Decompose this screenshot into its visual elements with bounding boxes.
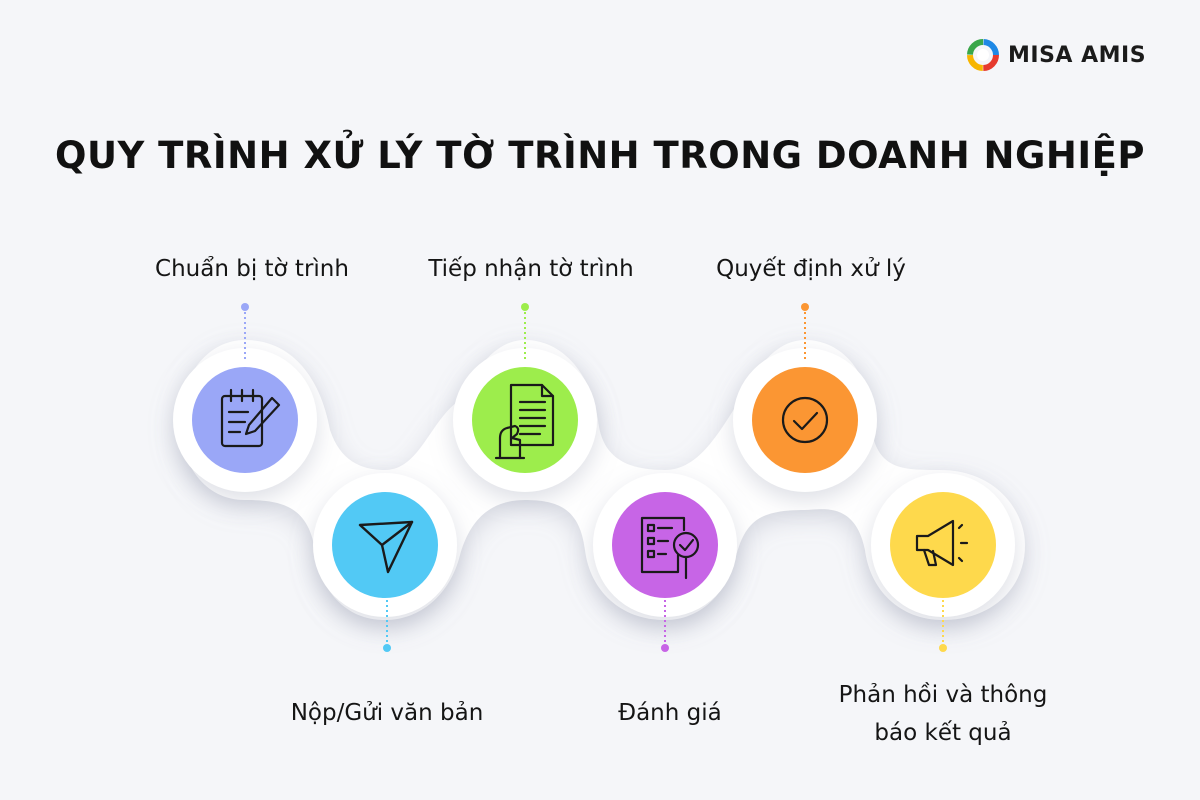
step-label-5: Quyết định xử lý (716, 256, 906, 282)
connector-5 (801, 303, 809, 360)
step-label-4: Đánh giá (618, 700, 721, 726)
step-label-1: Chuẩn bị tờ trình (155, 256, 349, 282)
connector-6 (939, 600, 947, 652)
step-label-6-line1: Phản hồi và thông (839, 682, 1048, 708)
brand-logo-icon (967, 39, 999, 71)
brand-name: MISA AMIS (1008, 42, 1147, 68)
step-circle-3 (472, 367, 578, 473)
megaphone-icon (915, 519, 969, 567)
step-label-3: Tiếp nhận tờ trình (427, 256, 633, 282)
checklist-magnifier-icon (640, 516, 700, 580)
paper-plane-icon (358, 520, 414, 574)
step-label-2: Nộp/Gửi văn bản (291, 700, 484, 726)
step-label-6-line2: báo kết quả (874, 720, 1011, 746)
page-title: QUY TRÌNH XỬ LÝ TỜ TRÌNH TRONG DOANH NGH… (54, 134, 1146, 177)
step-circle-6 (890, 492, 996, 598)
step-circle-4 (612, 492, 718, 598)
step-circle-5 (752, 367, 858, 473)
step-circle-1 (192, 367, 298, 473)
connector-4 (661, 600, 669, 652)
connector-3 (521, 303, 529, 360)
hand-document-icon (494, 383, 555, 460)
connector-2 (383, 600, 391, 652)
notepad-pencil-icon (220, 388, 281, 448)
brand-logo: MISA AMIS (966, 38, 1146, 72)
step-circle-2 (332, 492, 438, 598)
check-circle-icon (781, 396, 829, 444)
connector-1 (241, 303, 249, 360)
